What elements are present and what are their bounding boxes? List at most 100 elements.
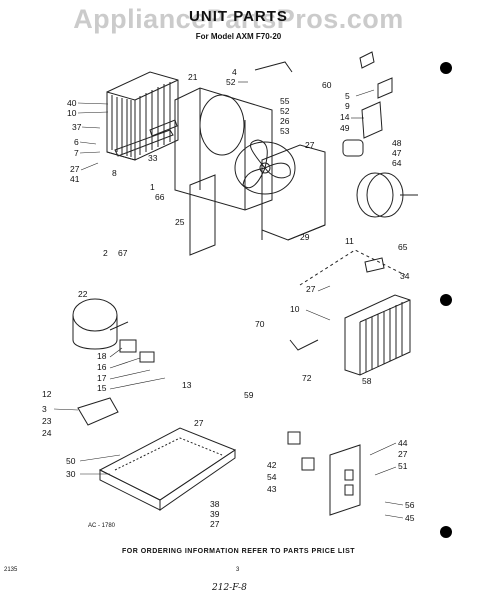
callout-24: 24: [42, 428, 52, 438]
callout-3: 3: [42, 404, 47, 414]
callout-37: 37: [72, 122, 82, 132]
callout-11: 11: [345, 236, 354, 246]
callout-52b: 52: [280, 106, 290, 116]
callout-2: 2: [103, 248, 108, 258]
bracket-60: [359, 51, 375, 69]
callout-17: 17: [97, 373, 107, 383]
punch-hole-top: [440, 62, 452, 74]
callout-6: 6: [74, 137, 79, 147]
callout-64: 64: [392, 158, 402, 168]
callout-54: 54: [267, 472, 277, 482]
figure-code: AC - 1780: [88, 523, 116, 529]
model-subtitle: For Model AXM F70-20: [195, 32, 282, 41]
fan-motor: [342, 139, 418, 218]
drain-pan-strip: [114, 129, 174, 157]
callout-40: 40: [67, 98, 77, 108]
leader-lines: [53, 81, 404, 519]
callout-1: 1: [150, 182, 155, 192]
ordering-note: FOR ORDERING INFORMATION REFER TO PARTS …: [121, 548, 356, 555]
corner-code: 2135: [4, 567, 18, 573]
callout-4: 4: [232, 67, 237, 77]
callout-52: 52: [226, 77, 236, 87]
callout-10: 10: [67, 108, 77, 118]
bracket-65: [364, 257, 385, 273]
terminal-cover: [119, 339, 137, 353]
callout-27d: 27: [194, 418, 204, 428]
callout-65: 65: [398, 242, 408, 252]
overload: [139, 351, 155, 363]
callout-39: 39: [210, 509, 220, 519]
callout-12: 12: [42, 389, 52, 399]
callout-47: 47: [392, 148, 402, 158]
callout-21: 21: [188, 72, 198, 82]
callout-27f: 27: [210, 519, 220, 529]
callout-58: 58: [362, 376, 372, 386]
capacitor: [342, 139, 364, 157]
page-title: UNIT PARTS: [189, 8, 288, 25]
punch-hole-bottom: [440, 526, 452, 538]
callout-51: 51: [398, 461, 408, 471]
callout-23: 23: [42, 416, 52, 426]
callout-27b: 27: [305, 140, 315, 150]
callout-49: 49: [340, 123, 350, 133]
callout-27c: 27: [306, 284, 316, 294]
condenser-fan-blade: [234, 139, 296, 195]
callout-59: 59: [244, 390, 254, 400]
mounting-bracket: [149, 119, 178, 137]
callout-16: 16: [97, 362, 107, 372]
rod-4: [254, 61, 293, 73]
callout-14: 14: [340, 112, 350, 122]
callout-13: 13: [182, 380, 192, 390]
callout-33: 33: [148, 153, 158, 163]
callout-26: 26: [280, 116, 290, 126]
callout-27: 27: [70, 164, 80, 174]
switch-43: [301, 457, 315, 471]
callout-72: 72: [302, 373, 312, 383]
leader-dashed: [299, 249, 406, 286]
callout-50: 50: [66, 456, 76, 466]
control-bracket: [329, 444, 361, 516]
compressor-mount: [77, 397, 119, 426]
compressor: [72, 298, 129, 350]
callout-5: 5: [345, 91, 350, 101]
callout-53: 53: [280, 126, 290, 136]
tube-70: [289, 339, 319, 351]
evaporator-coil: [106, 71, 179, 161]
callout-22: 22: [78, 289, 88, 299]
callout-60: 60: [322, 80, 332, 90]
callout-30: 30: [66, 469, 76, 479]
callout-18: 18: [97, 351, 107, 361]
page-mark: 3: [236, 567, 240, 573]
callout-25: 25: [175, 217, 185, 227]
callout-67: 67: [118, 248, 128, 258]
fan-shroud: [261, 144, 326, 241]
callout-34: 34: [400, 271, 410, 281]
page-number: 212-F-8: [212, 583, 247, 593]
callout-48: 48: [392, 138, 402, 148]
callout-15: 15: [97, 383, 107, 393]
callout-56: 56: [405, 500, 415, 510]
callout-9: 9: [345, 101, 350, 111]
callout-29: 29: [300, 232, 310, 242]
callout-43: 43: [267, 484, 277, 494]
callout-labels: 40 10 37 6 7 27 41 8 33 21 4 52 60 5 9 1…: [42, 67, 415, 529]
front-panel: [174, 87, 273, 256]
callout-44: 44: [398, 438, 408, 448]
switch-42: [287, 431, 301, 445]
callout-8: 8: [112, 168, 117, 178]
control-panel-14: [361, 101, 383, 139]
punch-hole-middle: [440, 294, 452, 306]
callout-38: 38: [210, 499, 220, 509]
callout-45: 45: [405, 513, 415, 523]
callout-42: 42: [267, 460, 277, 470]
base-pan: [98, 427, 237, 511]
condenser-coil: [344, 294, 411, 376]
callout-41: 41: [70, 174, 80, 184]
watermark: AppliancePartsPros.com: [73, 4, 404, 34]
callout-10b: 10: [290, 304, 300, 314]
bracket-9: [377, 77, 393, 99]
callout-66: 66: [155, 192, 165, 202]
callout-7: 7: [74, 148, 79, 158]
callout-55: 55: [280, 96, 290, 106]
